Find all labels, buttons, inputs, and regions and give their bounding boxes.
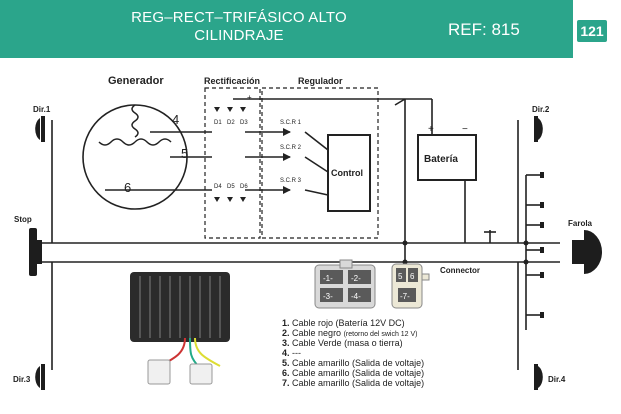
label-farola: Farola	[568, 219, 593, 228]
svg-text:2. Cable negro (retorno del sw: 2. Cable negro (retorno del swich 12 V)	[282, 328, 418, 338]
legend-num-5: 5.	[282, 358, 290, 368]
connector-1	[314, 259, 376, 309]
label-connector: Connector	[440, 266, 480, 275]
page-number-badge: 121	[577, 20, 607, 42]
light-dir3	[35, 364, 45, 390]
label-scr3: S.C.R 3	[280, 178, 302, 184]
label-d4: D4	[214, 184, 222, 190]
label-d3: D3	[240, 120, 248, 126]
label-bateria: Batería	[424, 154, 458, 165]
light-dir4	[534, 364, 543, 390]
regulator-photo	[130, 272, 230, 385]
label-dir4: Dir.4	[548, 375, 566, 384]
legend-num-7: 7.	[282, 378, 290, 388]
label-scr1: S.C.R 1	[280, 120, 302, 126]
page-title: REG–RECT–TRIFÁSICO ALTO CILINDRAJE	[131, 9, 347, 44]
conn-pin-3: -3-	[323, 292, 333, 301]
label-d5: D5	[227, 184, 235, 190]
light-stop	[29, 228, 42, 276]
legend-num-1: 1.	[282, 318, 290, 328]
legend-num-2: 2.	[282, 328, 290, 338]
reference-code: REF: 815	[448, 20, 520, 39]
cable-legend: 1. Cable rojo (Batería 12V DC) 2. Cable …	[282, 318, 424, 388]
legend-text-4: ---	[292, 348, 301, 358]
light-farola	[572, 230, 602, 274]
header-bar: REG–RECT–TRIFÁSICO ALTO CILINDRAJE REF: …	[0, 0, 573, 58]
regulator-box	[261, 87, 379, 239]
label-generador: Generador	[108, 75, 164, 87]
label-control: Control	[331, 168, 363, 178]
label-d1: D1	[214, 120, 222, 126]
label-regulador: Regulador	[298, 76, 343, 86]
svg-text:1. Cable rojo (Batería 12V DC: 1. Cable rojo (Batería 12V DC)	[282, 318, 405, 328]
conn2-pin-7: -7-	[400, 292, 410, 301]
svg-text:4. ---: 4. ---	[282, 348, 301, 358]
legend-num-6: 6.	[282, 368, 290, 378]
label-dir1: Dir.1	[33, 105, 51, 114]
connector-2	[391, 263, 430, 309]
battery-box	[417, 134, 477, 181]
legend-text-6: Cable amarillo (Salida de voltaje)	[292, 368, 424, 378]
diodes	[214, 107, 291, 202]
label-d2: D2	[227, 120, 235, 126]
svg-text:3. Cable Verde (masa o tierra): 3. Cable Verde (masa o tierra)	[282, 338, 403, 348]
label-coil-4: 4	[172, 112, 179, 127]
control-box	[327, 134, 371, 212]
label-dir2: Dir.2	[532, 105, 550, 114]
legend-text-2: Cable negro	[292, 328, 341, 338]
rectification-box	[204, 87, 261, 239]
legend-num-3: 3.	[282, 338, 290, 348]
conn-pin-4: -4-	[351, 292, 361, 301]
legend-text-5: Cable amarillo (Salida de voltaje)	[292, 358, 424, 368]
svg-text:7. Cable amarillo (Salida de v: 7. Cable amarillo (Salida de voltaje)	[282, 378, 424, 388]
conn2-pin-5: 5	[398, 272, 403, 281]
conn-pin-1: -1-	[323, 274, 333, 283]
label-bat-minus: −	[462, 124, 468, 135]
label-stop: Stop	[14, 215, 32, 224]
label-coil-5: 5	[181, 146, 188, 161]
svg-text:6. Cable amarillo (Salida de v: 6. Cable amarillo (Salida de voltaje)	[282, 368, 424, 378]
light-dir1	[35, 116, 45, 142]
legend-num-4: 4.	[282, 348, 290, 358]
label-plus-rect: +	[247, 93, 252, 102]
legend-text-1: Cable rojo (Batería 12V DC)	[292, 318, 405, 328]
label-scr2: S.C.R 2	[280, 145, 302, 151]
legend-text-3: Cable Verde (masa o tierra)	[292, 338, 403, 348]
label-rectificacion: Rectificación	[204, 76, 260, 86]
indicator-bulbs	[540, 172, 544, 318]
generator-coils	[98, 104, 172, 146]
light-dir2	[534, 116, 543, 142]
legend-text-7: Cable amarillo (Salida de voltaje)	[292, 378, 424, 388]
label-d6: D6	[240, 184, 248, 190]
conn2-pin-6: 6	[410, 272, 415, 281]
conn-pin-2: -2-	[351, 274, 361, 283]
label-dir3: Dir.3	[13, 375, 31, 384]
legend-note-2: (retorno del swich 12 V)	[344, 331, 418, 338]
label-coil-6: 6	[124, 180, 131, 195]
svg-text:5. Cable amarillo (Salida de v: 5. Cable amarillo (Salida de voltaje)	[282, 358, 424, 368]
label-bat-plus: +	[428, 124, 434, 135]
